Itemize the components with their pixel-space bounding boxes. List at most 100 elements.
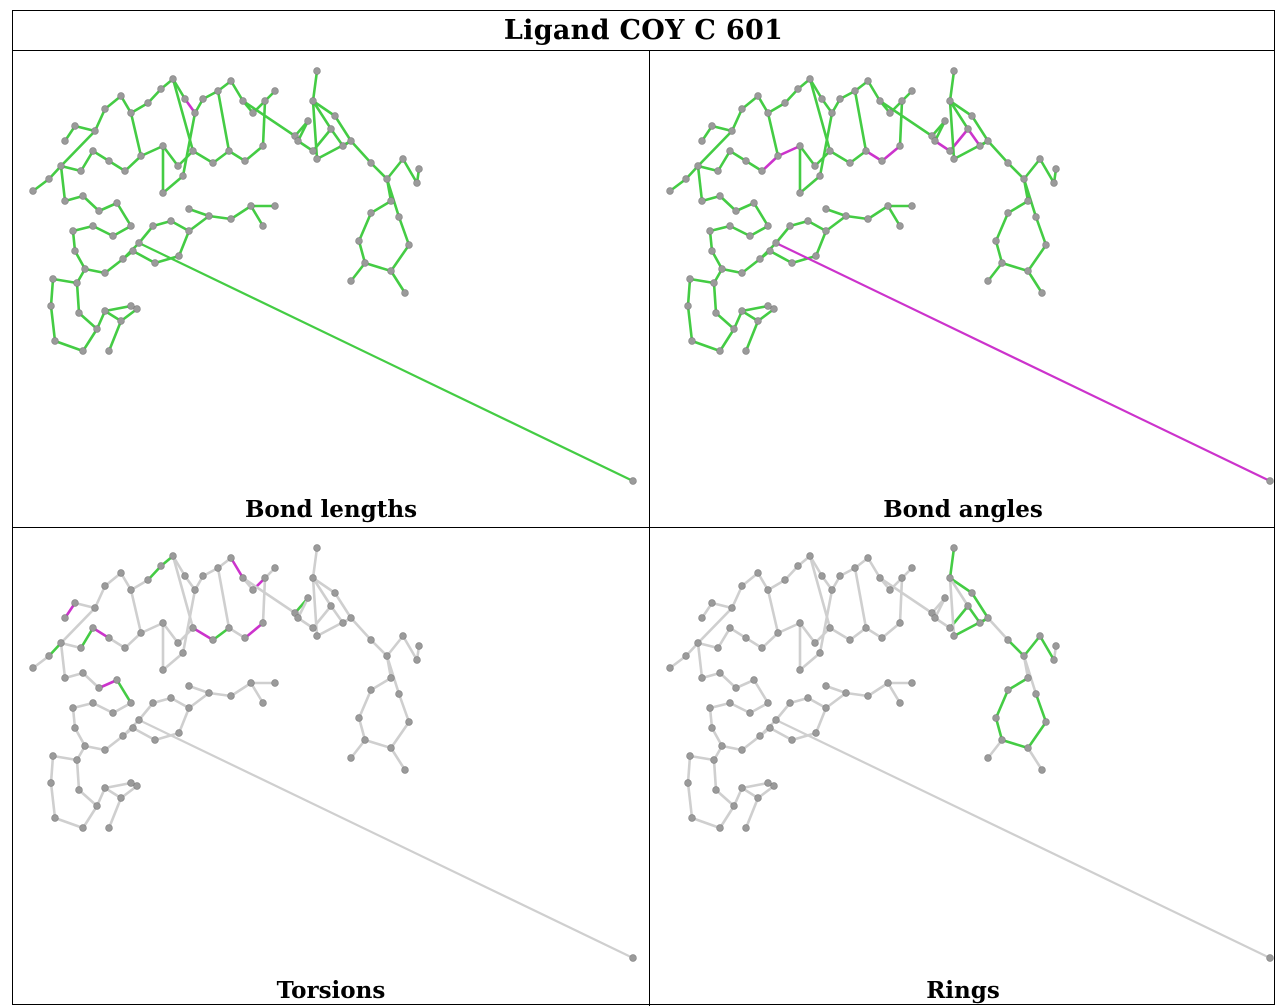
bond bbox=[79, 626, 95, 650]
atom bbox=[908, 202, 916, 210]
atom bbox=[214, 87, 222, 95]
atom bbox=[93, 325, 101, 333]
panel-bond-angles: Bond angles bbox=[650, 51, 1276, 527]
atom bbox=[629, 477, 637, 485]
bond bbox=[814, 706, 828, 735]
bond bbox=[357, 239, 367, 265]
bond bbox=[740, 257, 762, 275]
bond bbox=[137, 241, 635, 483]
atom bbox=[405, 718, 413, 726]
atom bbox=[47, 302, 55, 310]
atom bbox=[851, 87, 859, 95]
bond bbox=[187, 691, 211, 710]
bond bbox=[790, 254, 818, 265]
atom bbox=[770, 782, 778, 790]
atom bbox=[169, 75, 177, 83]
atom bbox=[151, 259, 159, 267]
atom bbox=[157, 562, 165, 570]
atom bbox=[209, 636, 217, 644]
atom bbox=[129, 247, 137, 255]
atom bbox=[313, 155, 321, 163]
bond bbox=[1006, 638, 1026, 658]
atom bbox=[946, 574, 954, 582]
bond bbox=[349, 616, 373, 642]
bond bbox=[714, 788, 736, 808]
atom bbox=[313, 67, 321, 75]
atom bbox=[69, 227, 77, 235]
bond bbox=[866, 204, 890, 221]
atom bbox=[105, 824, 113, 832]
atom bbox=[259, 142, 267, 150]
atom bbox=[708, 122, 716, 130]
atom bbox=[189, 147, 197, 155]
atom bbox=[746, 232, 754, 240]
atom bbox=[367, 209, 375, 217]
atom bbox=[822, 704, 830, 712]
atom bbox=[686, 275, 694, 283]
atom bbox=[149, 222, 157, 230]
atom bbox=[984, 137, 992, 145]
atom bbox=[710, 756, 718, 764]
vertical-divider bbox=[649, 51, 650, 1006]
atom bbox=[179, 649, 187, 657]
atom bbox=[347, 277, 355, 285]
atom bbox=[133, 782, 141, 790]
atom bbox=[61, 197, 69, 205]
bond bbox=[866, 79, 882, 103]
bond bbox=[740, 781, 770, 790]
atom bbox=[77, 167, 85, 175]
atom bbox=[127, 302, 135, 310]
atom bbox=[754, 569, 762, 577]
bond bbox=[59, 129, 97, 168]
atom bbox=[185, 205, 193, 213]
atom bbox=[896, 222, 904, 230]
bond bbox=[49, 781, 57, 820]
bond bbox=[107, 796, 123, 830]
bond bbox=[1034, 215, 1048, 247]
atom bbox=[259, 222, 267, 230]
bond bbox=[401, 157, 419, 185]
atom bbox=[764, 586, 772, 594]
atom bbox=[101, 784, 109, 792]
atom bbox=[898, 97, 906, 105]
atom bbox=[822, 205, 830, 213]
bond bbox=[401, 634, 419, 662]
bond bbox=[808, 554, 832, 630]
bond bbox=[1038, 634, 1056, 662]
atom bbox=[878, 157, 886, 165]
atom bbox=[191, 109, 199, 117]
bond bbox=[898, 99, 904, 148]
bond bbox=[814, 229, 828, 258]
atom bbox=[1036, 632, 1044, 640]
atom bbox=[764, 109, 772, 117]
caption-bond-lengths: Bond lengths bbox=[244, 496, 418, 523]
atom bbox=[941, 117, 949, 125]
atom bbox=[227, 692, 235, 700]
molecule-view-bond-angles bbox=[666, 67, 1274, 485]
atom bbox=[1266, 477, 1274, 485]
atom bbox=[119, 255, 127, 263]
bond bbox=[216, 89, 231, 153]
atom bbox=[781, 99, 789, 107]
atom bbox=[816, 172, 824, 180]
bond bbox=[397, 692, 411, 724]
atom bbox=[105, 634, 113, 642]
atom bbox=[1004, 159, 1012, 167]
atom bbox=[822, 227, 830, 235]
atom bbox=[149, 699, 157, 707]
atom bbox=[309, 624, 317, 632]
atom bbox=[135, 239, 143, 247]
atom bbox=[794, 562, 802, 570]
atom bbox=[185, 227, 193, 235]
atom bbox=[304, 117, 312, 125]
atom bbox=[271, 564, 279, 572]
atom bbox=[241, 157, 249, 165]
atom bbox=[796, 189, 804, 197]
atom bbox=[399, 155, 407, 163]
atom bbox=[225, 147, 233, 155]
bond bbox=[349, 738, 367, 760]
atom bbox=[726, 624, 734, 632]
atom bbox=[247, 202, 255, 210]
bond bbox=[1026, 720, 1048, 750]
atom bbox=[950, 632, 958, 640]
